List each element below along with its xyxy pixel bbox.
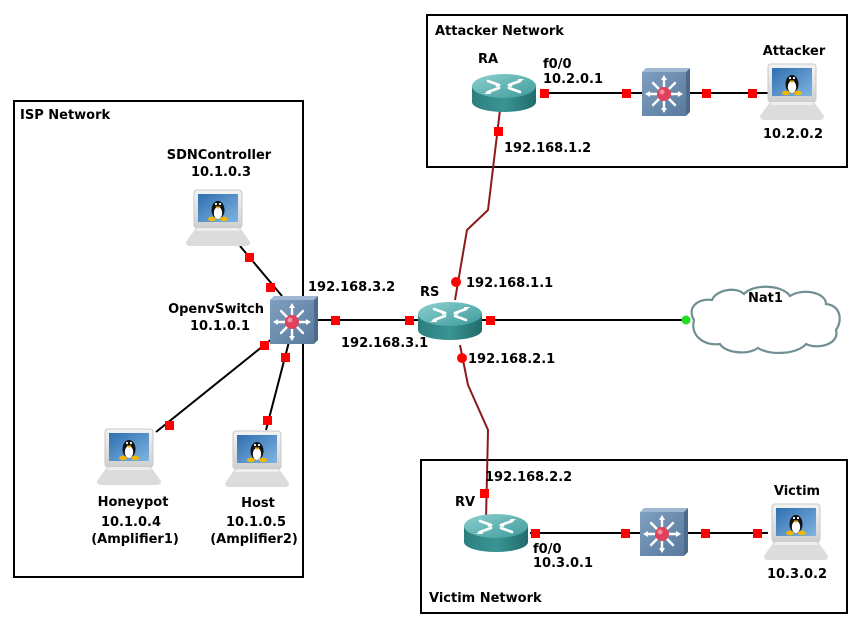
interface-labels: 192.168.3.2 192.168.3.1 192.168.1.1 192.… — [308, 57, 603, 571]
sdncontroller-name: SDNController — [167, 148, 272, 163]
port-marker — [405, 316, 414, 325]
node-victim-switch[interactable] — [638, 506, 690, 558]
honeypot-role: (Amplifier1) — [91, 532, 179, 547]
nat1-label: Nat1 — [748, 291, 783, 306]
port-marker — [281, 353, 290, 362]
node-rs[interactable]: RS — [416, 285, 484, 342]
port-marker — [753, 529, 762, 538]
port-marker — [165, 421, 174, 430]
openvswitch-ip: 10.1.0.1 — [190, 319, 250, 334]
port-markers — [165, 89, 762, 538]
port-marker — [701, 529, 710, 538]
label-ra-lan-ip: 10.2.0.1 — [543, 72, 603, 87]
multilayer-switch-icon — [640, 66, 692, 118]
group-label-isp: ISP Network — [20, 108, 111, 123]
port-marker-serial — [457, 353, 467, 363]
linux-workstation-icon — [763, 503, 829, 561]
link-openvswitch-honeypot[interactable] — [155, 333, 279, 433]
link-rs-ra-serial[interactable] — [454, 109, 501, 301]
group-label-victim: Victim Network — [429, 591, 542, 606]
node-rv[interactable]: RV — [455, 495, 530, 554]
multilayer-switch-icon — [638, 506, 690, 558]
router-icon — [416, 300, 484, 342]
attacker-network-group: Attacker Network — [426, 14, 848, 168]
port-marker — [748, 89, 757, 98]
port-marker — [245, 253, 254, 262]
port-marker — [531, 529, 540, 538]
host-name: Host — [241, 496, 275, 511]
port-marker — [494, 127, 503, 136]
linux-workstation-icon — [759, 63, 825, 121]
port-marker — [702, 89, 711, 98]
attacker-name: Attacker — [763, 44, 826, 59]
linux-workstation-icon — [224, 430, 290, 488]
node-nat1[interactable]: Nat1 — [690, 285, 841, 354]
router-icon — [470, 72, 538, 114]
label-rv-to-rs: 192.168.2.2 — [485, 470, 572, 485]
victim-ip: 10.3.0.2 — [767, 567, 827, 582]
label-rs-to-rv: 192.168.2.1 — [468, 352, 555, 367]
sdncontroller-ip: 10.1.0.3 — [191, 165, 251, 180]
victim-network-group: Victim Network — [420, 459, 848, 614]
node-openvswitch[interactable]: OpenvSwitch 10.1.0.1 — [168, 294, 320, 346]
ra-label: RA — [478, 52, 498, 67]
port-marker — [540, 89, 549, 98]
node-attacker[interactable]: Attacker 10.2.0.2 — [759, 44, 826, 142]
host-role: (Amplifier2) — [210, 532, 298, 547]
port-marker — [263, 416, 272, 425]
port-marker — [266, 283, 275, 292]
victim-name: Victim — [774, 484, 820, 499]
link-rs-rv-serial[interactable] — [459, 344, 490, 521]
node-honeypot[interactable]: Honeypot 10.1.0.4 (Amplifier1) — [91, 428, 179, 547]
multilayer-switch-icon — [268, 294, 320, 346]
port-marker — [260, 341, 269, 350]
linux-workstation-icon — [185, 189, 251, 247]
rv-label: RV — [455, 495, 475, 510]
label-ra-lan-port: f0/0 — [543, 57, 572, 72]
honeypot-name: Honeypot — [98, 495, 169, 510]
openvswitch-name: OpenvSwitch — [168, 302, 264, 317]
port-marker-nat — [681, 315, 691, 325]
node-attacker-switch[interactable] — [640, 66, 692, 118]
router-icon — [462, 512, 530, 554]
port-marker-serial — [451, 277, 461, 287]
node-host[interactable]: Host 10.1.0.5 (Amplifier2) — [210, 430, 298, 547]
label-rv-lan-port: f0/0 — [533, 542, 562, 557]
group-label-attacker: Attacker Network — [435, 24, 564, 39]
port-marker — [622, 89, 631, 98]
label-rs-downlink: 192.168.3.1 — [341, 336, 428, 351]
label-ra-to-rs: 192.168.1.2 — [504, 141, 591, 156]
node-ra[interactable]: RA — [470, 52, 538, 114]
port-marker — [621, 529, 630, 538]
node-sdncontroller[interactable]: SDNController 10.1.0.3 — [167, 148, 272, 247]
linux-workstation-icon — [96, 428, 162, 486]
label-rs-to-ra: 192.168.1.1 — [466, 276, 553, 291]
host-ip: 10.1.0.5 — [226, 515, 286, 530]
rs-label: RS — [420, 285, 439, 300]
node-victim[interactable]: Victim 10.3.0.2 — [763, 484, 829, 582]
port-marker — [331, 316, 340, 325]
label-ovs-uplink: 192.168.3.2 — [308, 280, 395, 295]
cloud-icon — [690, 285, 841, 354]
attacker-ip: 10.2.0.2 — [763, 127, 823, 142]
honeypot-ip: 10.1.0.4 — [101, 515, 161, 530]
label-rv-lan-ip: 10.3.0.1 — [533, 556, 593, 571]
port-marker — [486, 316, 495, 325]
port-marker — [480, 489, 489, 498]
